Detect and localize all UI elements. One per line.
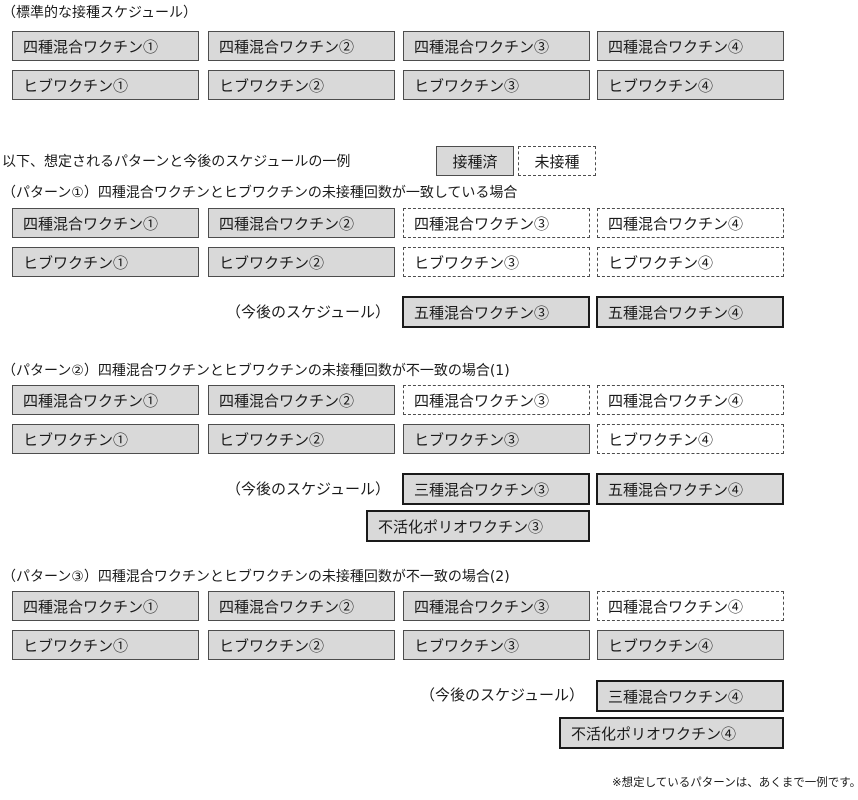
standard-hib-4: ヒブワクチン④ xyxy=(597,70,784,100)
pattern1-dtp-ipv-2: 四種混合ワクチン② xyxy=(208,208,395,238)
pattern1-hib-3: ヒブワクチン③ xyxy=(403,247,590,277)
standard-dtp-ipv-3: 四種混合ワクチン③ xyxy=(403,31,590,61)
pattern2-future-dtap-3: 三種混合ワクチン③ xyxy=(402,473,590,505)
intro-text: 以下、想定されるパターンと今後のスケジュールの一例 xyxy=(2,154,351,170)
standard-schedule-title: （標準的な接種スケジュール） xyxy=(2,5,198,21)
pattern3-schedule-label: （今後のスケジュール） xyxy=(420,686,584,704)
pattern2-future-dtap-ipv-hib-4: 五種混合ワクチン④ xyxy=(596,473,784,505)
pattern1-dtp-ipv-3: 四種混合ワクチン③ xyxy=(403,208,590,238)
standard-dtp-ipv-4: 四種混合ワクチン④ xyxy=(597,31,784,61)
legend-done: 接種済 xyxy=(436,146,514,176)
standard-hib-1: ヒブワクチン① xyxy=(12,70,199,100)
pattern3-hib-1: ヒブワクチン① xyxy=(12,630,199,660)
pattern2-hib-2: ヒブワクチン② xyxy=(208,424,395,454)
pattern3-future-dtap-4: 三種混合ワクチン④ xyxy=(596,680,784,712)
pattern1-hib-2: ヒブワクチン② xyxy=(208,247,395,277)
pattern3-future-ipv-4: 不活化ポリオワクチン④ xyxy=(559,717,784,749)
standard-hib-3: ヒブワクチン③ xyxy=(403,70,590,100)
pattern3-hib-2: ヒブワクチン② xyxy=(208,630,395,660)
pattern1-future-dtap-ipv-hib-3: 五種混合ワクチン③ xyxy=(402,296,590,328)
pattern3-dtp-ipv-4: 四種混合ワクチン④ xyxy=(597,591,784,621)
pattern3-hib-3: ヒブワクチン③ xyxy=(403,630,590,660)
pattern2-dtp-ipv-4: 四種混合ワクチン④ xyxy=(597,385,784,415)
pattern1-schedule-label: （今後のスケジュール） xyxy=(226,303,390,321)
pattern3-dtp-ipv-3: 四種混合ワクチン③ xyxy=(403,591,590,621)
pattern2-schedule-label: （今後のスケジュール） xyxy=(226,480,390,498)
pattern3-hib-4: ヒブワクチン④ xyxy=(597,630,784,660)
pattern1-dtp-ipv-4: 四種混合ワクチン④ xyxy=(597,208,784,238)
legend-notyet: 未接種 xyxy=(518,146,596,176)
standard-hib-2: ヒブワクチン② xyxy=(208,70,395,100)
standard-dtp-ipv-1: 四種混合ワクチン① xyxy=(12,31,199,61)
footnote: ※想定しているパターンは、あくまで一例です。 xyxy=(612,775,858,789)
pattern2-title: （パターン②）四種混合ワクチンとヒブワクチンの未接種回数が不一致の場合(1) xyxy=(2,363,510,379)
pattern3-title: （パターン③）四種混合ワクチンとヒブワクチンの未接種回数が不一致の場合(2) xyxy=(2,569,510,585)
pattern2-dtp-ipv-1: 四種混合ワクチン① xyxy=(12,385,199,415)
pattern1-hib-1: ヒブワクチン① xyxy=(12,247,199,277)
pattern1-hib-4: ヒブワクチン④ xyxy=(597,247,784,277)
standard-dtp-ipv-2: 四種混合ワクチン② xyxy=(208,31,395,61)
pattern2-dtp-ipv-3: 四種混合ワクチン③ xyxy=(403,385,590,415)
pattern2-dtp-ipv-2: 四種混合ワクチン② xyxy=(208,385,395,415)
pattern2-future-ipv-3: 不活化ポリオワクチン③ xyxy=(366,510,590,542)
pattern2-hib-1: ヒブワクチン① xyxy=(12,424,199,454)
pattern3-dtp-ipv-1: 四種混合ワクチン① xyxy=(12,591,199,621)
pattern2-hib-3: ヒブワクチン③ xyxy=(403,424,590,454)
pattern1-title: （パターン①）四種混合ワクチンとヒブワクチンの未接種回数が一致している場合 xyxy=(2,185,518,201)
pattern2-hib-4: ヒブワクチン④ xyxy=(597,424,784,454)
pattern1-future-dtap-ipv-hib-4: 五種混合ワクチン④ xyxy=(596,296,784,328)
pattern1-dtp-ipv-1: 四種混合ワクチン① xyxy=(12,208,199,238)
pattern3-dtp-ipv-2: 四種混合ワクチン② xyxy=(208,591,395,621)
